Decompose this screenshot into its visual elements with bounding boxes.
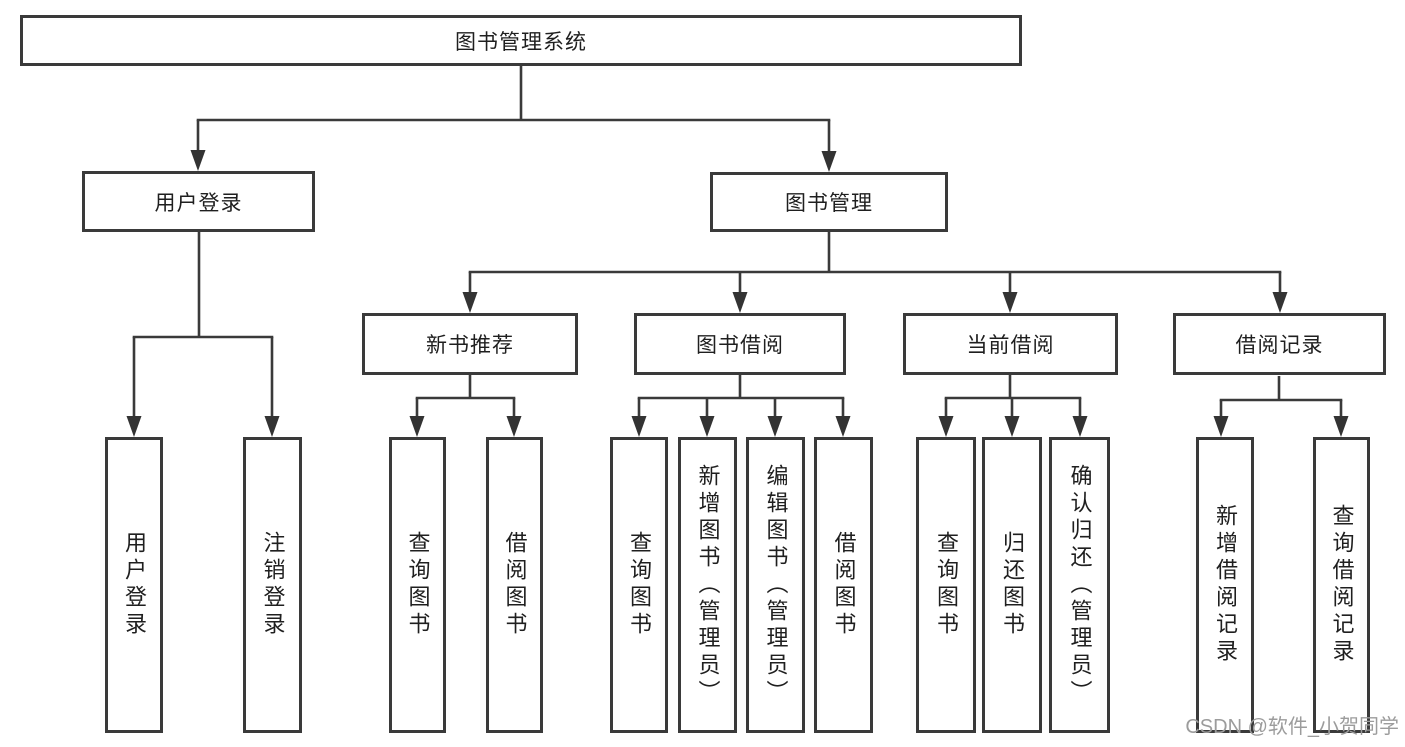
leaf-confirm-return-admin: 确认归还（管理员） [1049, 437, 1110, 733]
leaf-logout: 注销登录 [243, 437, 302, 733]
csdn-watermark: CSDN @软件_小贺同学 [1185, 716, 1399, 738]
node-borrowing-records: 借阅记录 [1173, 313, 1386, 375]
leaf-query-book-recommend-label: 查询图书 [405, 531, 431, 639]
node-user-login: 用户登录 [82, 171, 315, 232]
leaf-query-book-borrowing: 查询图书 [610, 437, 668, 733]
leaf-query-borrow-record-label: 查询借阅记录 [1329, 504, 1355, 666]
node-current-borrowing-label: 当前借阅 [966, 334, 1055, 357]
node-borrowing-records-label: 借阅记录 [1235, 334, 1324, 357]
leaf-add-borrow-record-label: 新增借阅记录 [1213, 504, 1238, 666]
leaf-edit-book-admin: 编辑图书（管理员） [746, 437, 805, 733]
leaf-borrow-book-recommend: 借阅图书 [486, 437, 543, 733]
leaf-borrow-book-label: 借阅图书 [831, 531, 857, 639]
node-book-borrowing-label: 图书借阅 [696, 334, 784, 357]
leaf-add-book-admin: 新增图书（管理员） [678, 437, 737, 733]
node-user-login-label: 用户登录 [154, 191, 243, 215]
node-library-system-label: 图书管理系统 [455, 30, 587, 54]
leaf-add-book-admin-label: 新增图书（管理员） [695, 463, 721, 707]
leaf-borrow-book: 借阅图书 [814, 437, 873, 733]
node-current-borrowing: 当前借阅 [903, 313, 1118, 375]
leaf-query-book-current-label: 查询图书 [934, 531, 959, 639]
leaf-user-login: 用户登录 [105, 437, 163, 733]
leaf-edit-book-admin-label: 编辑图书（管理员） [763, 463, 789, 707]
leaf-return-book-label: 归还图书 [1000, 531, 1025, 639]
leaf-user-login-label: 用户登录 [122, 531, 147, 639]
leaf-add-borrow-record: 新增借阅记录 [1196, 437, 1254, 733]
leaf-return-book: 归还图书 [982, 437, 1042, 733]
node-book-management-label: 图书管理 [785, 192, 873, 215]
node-library-system: 图书管理系统 [20, 15, 1022, 66]
leaf-query-book-recommend: 查询图书 [389, 437, 446, 733]
leaf-confirm-return-admin-label: 确认归还（管理员） [1067, 463, 1093, 707]
node-new-book-recommend-label: 新书推荐 [426, 334, 514, 357]
node-book-borrowing: 图书借阅 [634, 313, 846, 375]
leaf-query-book-current: 查询图书 [916, 437, 976, 733]
node-new-book-recommend: 新书推荐 [362, 313, 578, 375]
node-book-management: 图书管理 [710, 172, 948, 232]
leaf-logout-label: 注销登录 [260, 531, 286, 639]
leaf-query-book-borrowing-label: 查询图书 [627, 531, 652, 639]
leaf-query-borrow-record: 查询借阅记录 [1313, 437, 1370, 733]
leaf-borrow-book-recommend-label: 借阅图书 [502, 531, 528, 639]
